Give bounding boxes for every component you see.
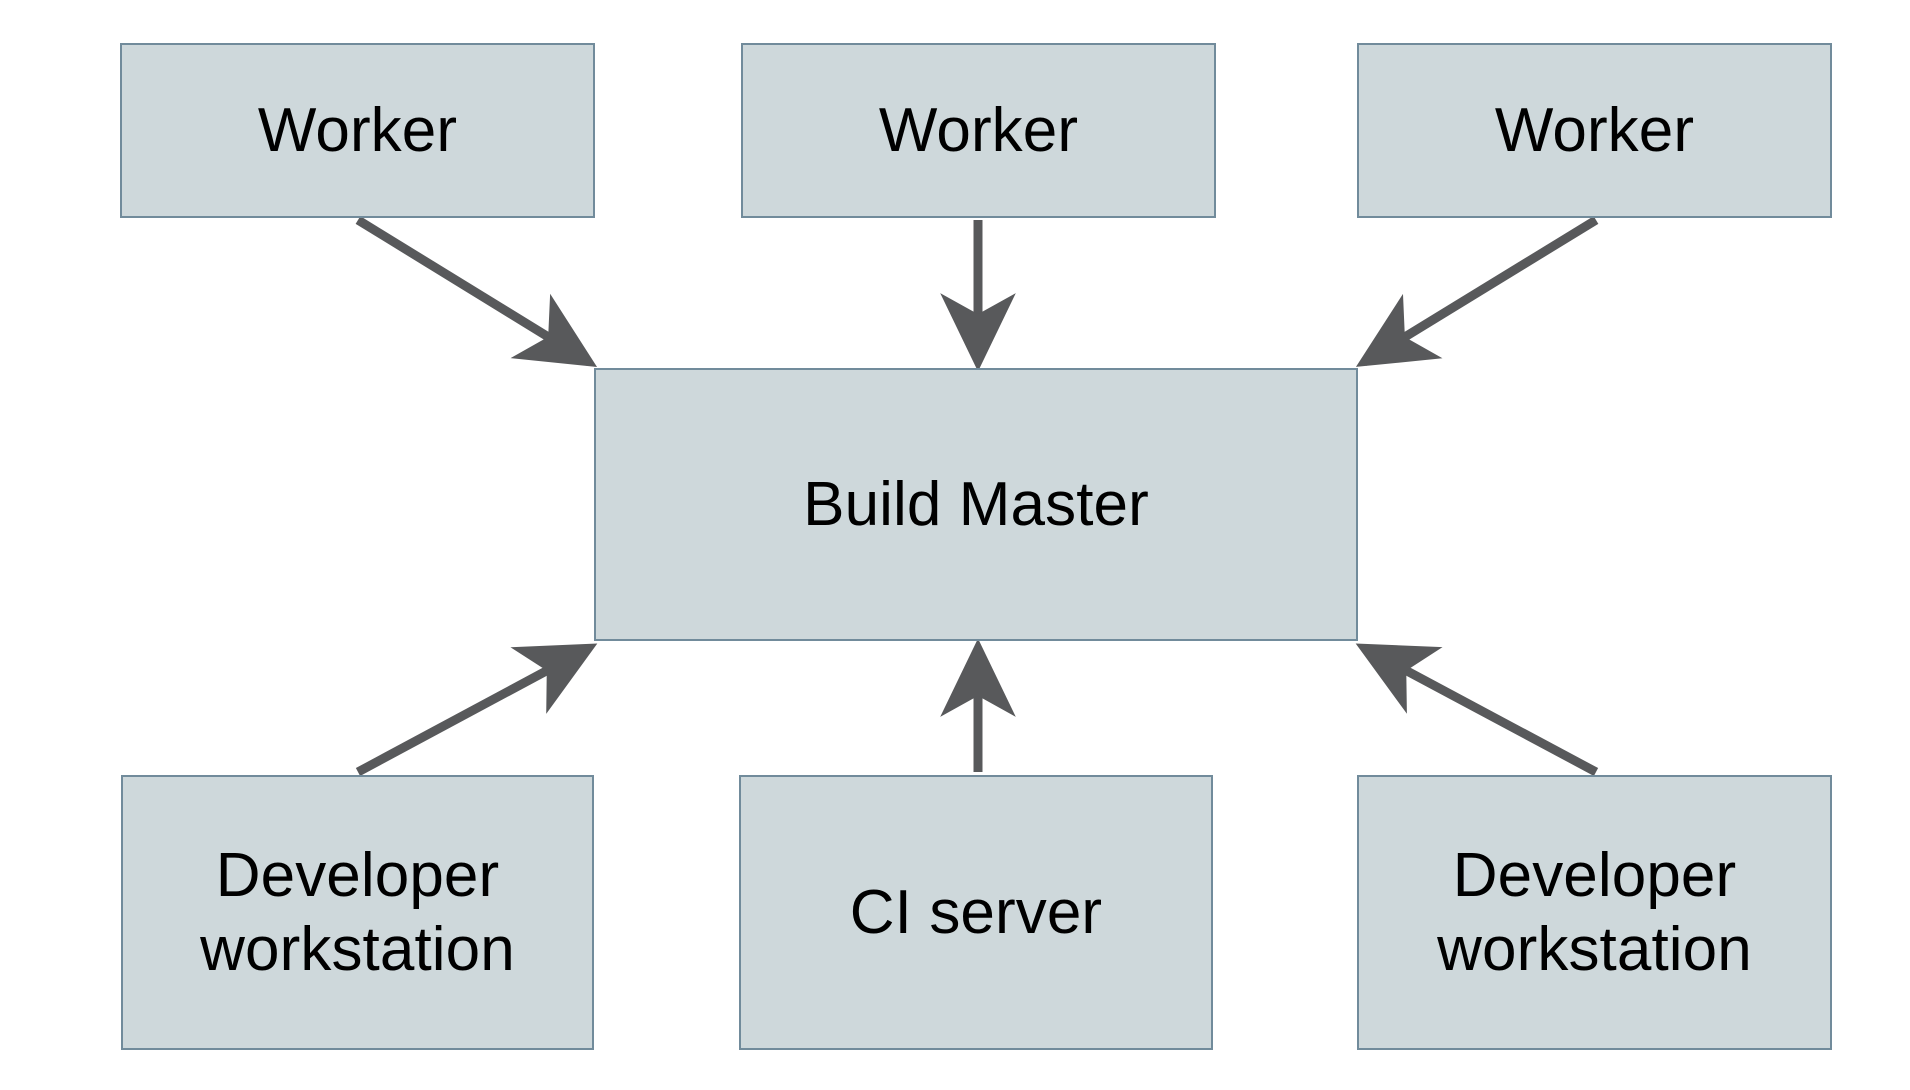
node-worker-1[interactable]: Worker <box>120 43 595 218</box>
node-worker-3[interactable]: Worker <box>1357 43 1832 218</box>
node-worker-3-label: Worker <box>1494 95 1695 165</box>
edge-worker1-master <box>355 216 598 367</box>
edge-dev1-master <box>355 643 598 776</box>
node-build-master-label: Build Master <box>803 469 1149 539</box>
node-developer-workstation-left-label: Developer workstation <box>200 841 515 984</box>
node-ci-server[interactable]: CI server <box>739 775 1213 1050</box>
edge-worker3-master <box>1355 216 1599 367</box>
edge-dev2-master <box>1355 643 1599 776</box>
node-developer-workstation-right-label: Developer workstation <box>1437 841 1752 984</box>
node-worker-2-label: Worker <box>878 95 1079 165</box>
node-developer-workstation-left[interactable]: Developer workstation <box>121 775 594 1050</box>
node-ci-server-label: CI server <box>849 877 1103 947</box>
node-worker-2[interactable]: Worker <box>741 43 1216 218</box>
node-worker-1-label: Worker <box>257 95 458 165</box>
node-developer-workstation-right[interactable]: Developer workstation <box>1357 775 1832 1050</box>
node-build-master[interactable]: Build Master <box>594 368 1358 641</box>
